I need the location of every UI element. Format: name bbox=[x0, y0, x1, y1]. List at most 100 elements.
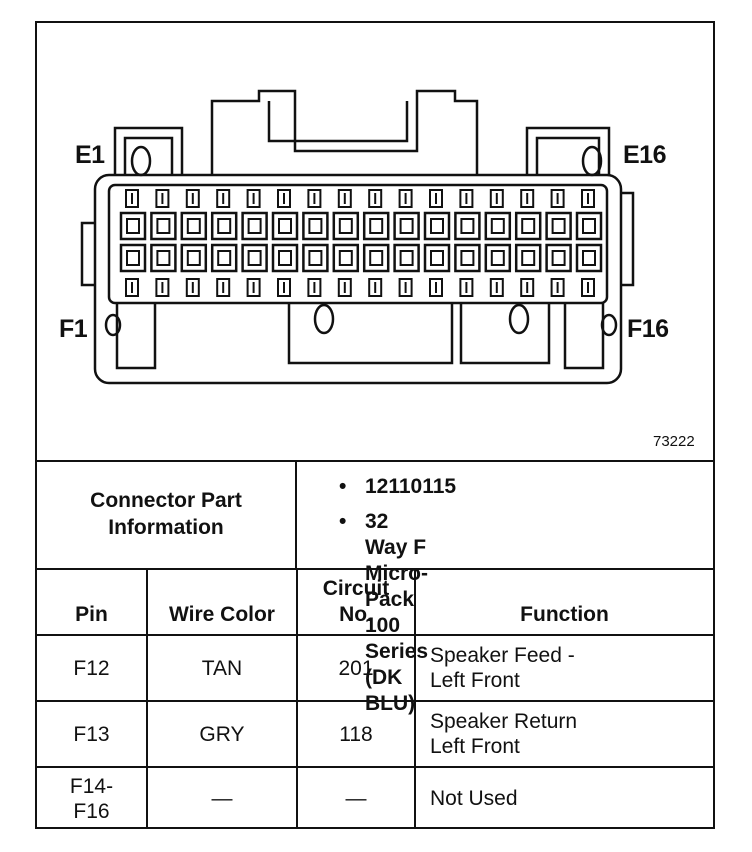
cell-function: Not Used bbox=[414, 766, 713, 829]
pin-cavity-e bbox=[119, 211, 147, 241]
cell-circuit: — bbox=[296, 766, 416, 829]
pin-contact-e bbox=[430, 218, 444, 234]
pin-contact-f bbox=[551, 250, 566, 266]
pin-latch-top bbox=[185, 189, 200, 208]
pin-contact-e bbox=[551, 218, 566, 234]
pin-contact-f bbox=[338, 250, 353, 266]
pin-latch-top bbox=[581, 189, 595, 208]
pin-contact-e bbox=[399, 218, 414, 234]
pin-contact-f bbox=[126, 250, 140, 266]
pin-latch-bottom bbox=[216, 278, 231, 297]
cell-wire-color: TAN bbox=[146, 634, 298, 702]
pin-cavity-e bbox=[484, 211, 512, 241]
bullet-icon: • bbox=[339, 510, 347, 533]
pin-contact-e bbox=[582, 218, 596, 234]
pin-cavity-e bbox=[271, 211, 299, 241]
connector-frame: E1 E16 F1 F16 73222 Connector Part Infor… bbox=[35, 21, 715, 829]
pin-contact-e bbox=[490, 218, 505, 234]
pin-label-f16: F16 bbox=[627, 315, 669, 343]
pin-contact-f bbox=[460, 250, 475, 266]
pin-latch-top bbox=[277, 189, 291, 208]
pin-latch-top bbox=[216, 189, 231, 208]
pin-contact-f bbox=[490, 250, 505, 266]
pin-contact-e bbox=[186, 218, 201, 234]
pin-cavity-f bbox=[575, 243, 603, 273]
pin-latch-top bbox=[368, 189, 383, 208]
cell-wire-color: GRY bbox=[146, 700, 298, 768]
pin-latch-top bbox=[550, 189, 565, 208]
pin-latch-bottom bbox=[155, 278, 170, 297]
pin-latch-top bbox=[489, 189, 504, 208]
pin-latch-bottom bbox=[277, 278, 291, 297]
pin-label-f1: F1 bbox=[59, 315, 88, 343]
pin-latch-bottom bbox=[307, 278, 322, 297]
table-header-row: Pin Wire Color Circuit No. Function bbox=[37, 568, 713, 636]
pin-contact-e bbox=[338, 218, 353, 234]
pin-contact-f bbox=[156, 250, 171, 266]
pin-cavity-e bbox=[575, 211, 603, 241]
pin-contact-f bbox=[308, 250, 323, 266]
pin-contact-f bbox=[430, 250, 444, 266]
pin-latch-top bbox=[520, 189, 535, 208]
pin-cavity-e bbox=[150, 211, 177, 241]
pin-latch-bottom bbox=[125, 278, 139, 297]
pin-latch-top bbox=[459, 189, 474, 208]
cell-function: Speaker Feed - Left Front bbox=[414, 634, 713, 702]
pin-latch-bottom bbox=[429, 278, 443, 297]
pin-cavity-f bbox=[150, 243, 177, 273]
connector-part-information: Connector Part Information • 12110115 • … bbox=[37, 460, 713, 715]
pin-contact-f bbox=[186, 250, 201, 266]
cell-pin: F14- F16 bbox=[37, 766, 148, 829]
part-number: 12110115 bbox=[365, 475, 457, 498]
pin-table: Pin Wire Color Circuit No. Function F12 … bbox=[37, 568, 713, 829]
pin-cavity-e bbox=[332, 211, 360, 241]
pin-contact-e bbox=[369, 218, 384, 234]
pin-cavity-e bbox=[241, 211, 268, 241]
pin-cavity-f bbox=[180, 243, 208, 273]
pin-latch-bottom bbox=[489, 278, 504, 297]
pin-latch-bottom bbox=[459, 278, 474, 297]
connector-diagram: E1 E16 F1 F16 73222 bbox=[37, 23, 713, 462]
pin-cavity-e bbox=[423, 211, 451, 241]
pin-contact-f bbox=[369, 250, 384, 266]
pin-cavity-e bbox=[545, 211, 572, 241]
table-row: F14- F16 — — Not Used bbox=[37, 766, 713, 829]
pin-cavity-f bbox=[484, 243, 512, 273]
pin-latch-bottom bbox=[337, 278, 352, 297]
pin-latch-top bbox=[398, 189, 413, 208]
connector-part-details: • 12110115 • 32 Way F Micro-Pack 100 Ser… bbox=[299, 460, 713, 715]
pin-cavity-f bbox=[423, 243, 451, 273]
pin-cavity-f bbox=[210, 243, 238, 273]
pin-latch-bottom bbox=[581, 278, 595, 297]
pin-cavity-f bbox=[332, 243, 360, 273]
pin-latch-top bbox=[246, 189, 261, 208]
pin-contact-f bbox=[247, 250, 262, 266]
pin-contact-e bbox=[521, 218, 536, 234]
pin-contact-f bbox=[278, 250, 292, 266]
pin-latch-bottom bbox=[368, 278, 383, 297]
pin-contact-e bbox=[126, 218, 140, 234]
cell-pin: F13 bbox=[37, 700, 148, 768]
pin-latch-top bbox=[307, 189, 322, 208]
pin-contact-e bbox=[247, 218, 262, 234]
pin-contact-e bbox=[278, 218, 292, 234]
cell-function: Speaker Return Left Front bbox=[414, 700, 713, 768]
pin-contact-f bbox=[582, 250, 596, 266]
pin-latch-bottom bbox=[185, 278, 200, 297]
pin-cavity-e bbox=[302, 211, 329, 241]
connector-face-drawing bbox=[80, 89, 635, 385]
pin-contact-f bbox=[217, 250, 232, 266]
pin-contact-e bbox=[217, 218, 232, 234]
header-function: Function bbox=[414, 568, 713, 636]
pin-cavity-f bbox=[454, 243, 481, 273]
cell-circuit: 201 bbox=[296, 634, 416, 702]
pin-contact-f bbox=[521, 250, 536, 266]
pin-label-e1: E1 bbox=[75, 141, 105, 169]
pin-cavity-f bbox=[393, 243, 420, 273]
pin-cavity-f bbox=[302, 243, 329, 273]
cell-circuit: 118 bbox=[296, 700, 416, 768]
figure-number: 73222 bbox=[653, 433, 695, 450]
pin-cavity-f bbox=[514, 243, 542, 273]
bullet-icon: • bbox=[339, 475, 347, 498]
pin-contact-e bbox=[308, 218, 323, 234]
